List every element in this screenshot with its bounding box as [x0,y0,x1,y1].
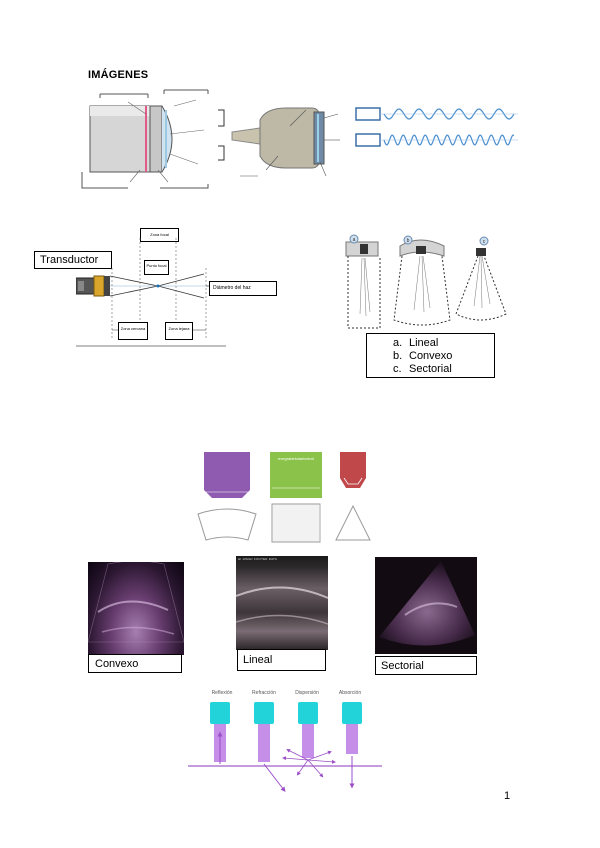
beam-diameter-label: Diámetro del haz [209,281,277,296]
sector-image-label: Sectorial [375,656,477,675]
beam-interactions-diagram: Reflexión Refracción Dispersión Absorció… [188,690,382,800]
transducer-photo-diagram [231,107,340,177]
panel-tag-b: b [407,238,410,244]
near-zone-label: Zona cercana [118,322,148,340]
absorption-label: Absorción [338,690,362,696]
panel-tag-c: c [483,239,486,245]
beam-focus-diagram [76,238,226,347]
probe-footprints-diagram: exegrabelulaeloxtrol [197,452,371,543]
list-item: c.Sectorial [393,363,452,375]
bracket-markers [218,109,225,161]
focal-zone-label: Zona focal [140,228,179,242]
list-item: a.Lineal [393,337,439,349]
focal-point-label: Punto focal [144,260,169,275]
probe-beam-shapes-diagram: a b c [345,234,507,329]
convex-ultrasound-image [88,562,184,655]
linear-image-label: Lineal [237,649,326,671]
linear-ultrasound-image: HI 10MHz FOOTER DATA [236,556,328,650]
page-number: 1 [504,790,511,802]
refraction-label: Refracción [252,690,276,696]
convex-image-label: Convexo [88,654,182,673]
panel-tag-a: a [353,237,356,243]
page-title: IMÁGENES [88,69,149,81]
green-probe-text: exegrabelulaeloxtrol [278,456,314,461]
transducer-label: Transductor [34,251,112,269]
probe-types-list: a.Lineal b.Convexo c.Sectorial [366,333,495,378]
far-zone-label: Zona lejana [165,322,193,340]
reflection-label: Reflexión [211,690,233,696]
sector-ultrasound-image [375,557,477,654]
list-item: b.Convexo [393,350,453,362]
transducer-cross-section-diagram [81,89,209,189]
scattering-label: Dispersión [295,690,319,696]
wave-pulses-diagram [355,107,518,147]
linear-image-header: HI 10MHz FOOTER DATA [238,557,278,561]
